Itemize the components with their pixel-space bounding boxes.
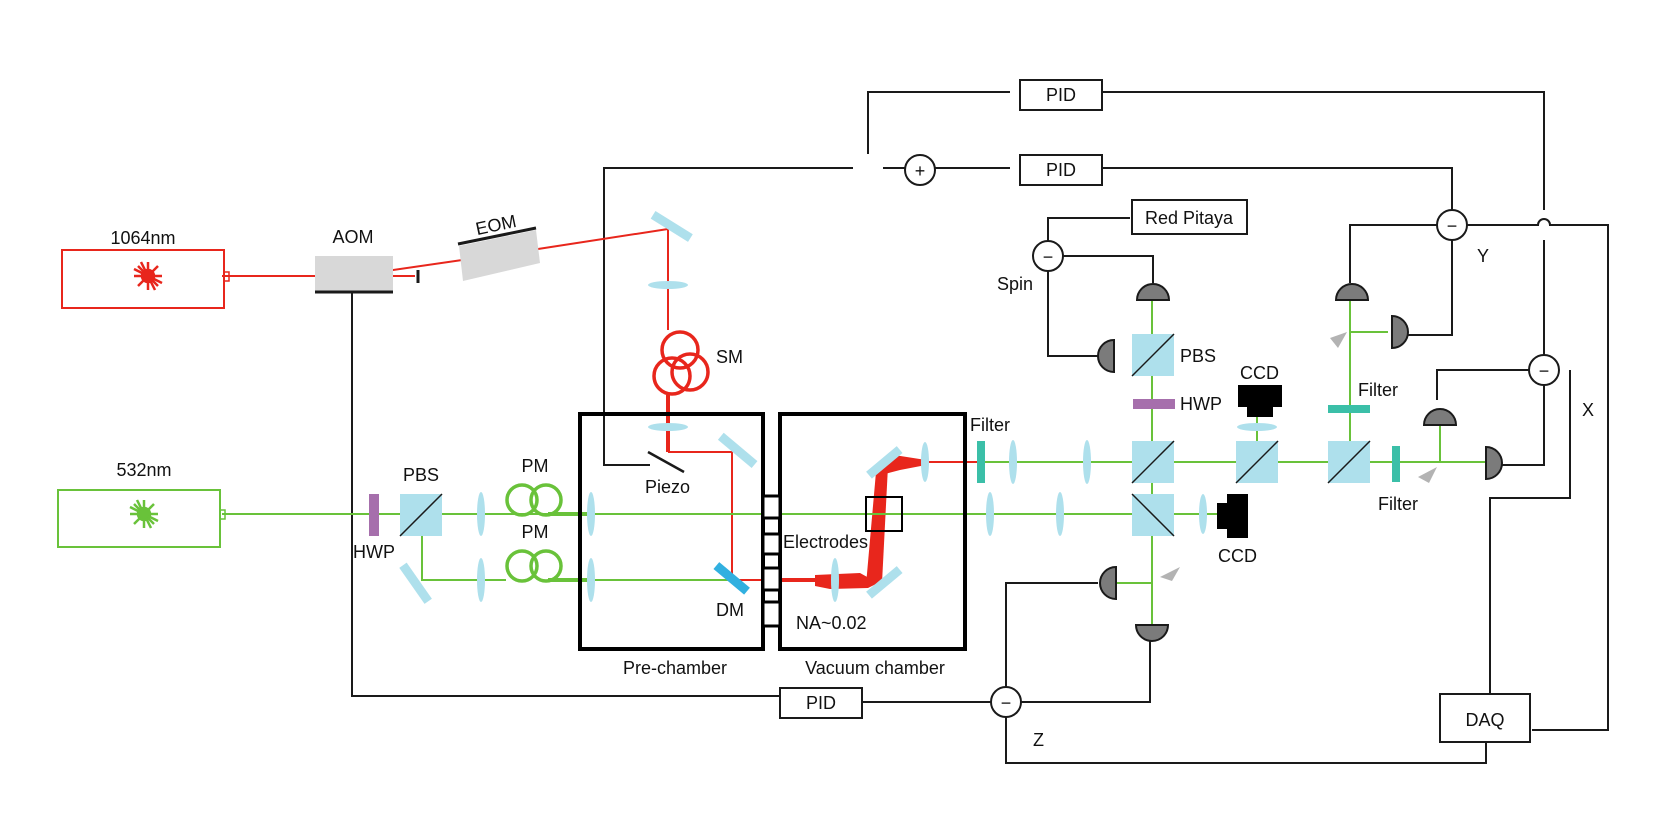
plus-sign: +	[915, 161, 926, 181]
label-ccd-bottom: CCD	[1218, 546, 1257, 566]
eom	[457, 226, 540, 281]
difference-node-x: −	[1528, 354, 1560, 386]
label-1064nm: 1064nm	[110, 228, 175, 248]
label-na: NA~0.02	[796, 613, 867, 633]
minus-sign: −	[1001, 693, 1012, 713]
label-pre-chamber: Pre-chamber	[623, 658, 727, 678]
difference-node-y: −	[1436, 209, 1468, 241]
ccd-camera-icon	[1217, 494, 1248, 538]
daq-box	[1439, 693, 1531, 743]
difference-node-spin: −	[1032, 240, 1064, 272]
label-pid-top: PID	[1046, 85, 1076, 105]
label-axis-x: X	[1582, 400, 1594, 420]
laser-starburst-icon	[133, 261, 163, 291]
label-532nm: 532nm	[116, 460, 171, 480]
minus-sign: −	[1043, 247, 1054, 267]
minus-sign: −	[1447, 216, 1458, 236]
optics	[369, 210, 1437, 604]
electrode-feedthroughs	[761, 494, 782, 628]
label-pm-top: PM	[522, 456, 549, 476]
label-hwp-right: HWP	[1180, 394, 1222, 414]
label-pid-mid: PID	[1046, 160, 1076, 180]
laser-1064nm	[61, 249, 230, 309]
minus-sign: −	[1539, 361, 1550, 381]
label-eom: EOM	[474, 211, 518, 239]
label-sm: SM	[716, 347, 743, 367]
pre-chamber	[578, 412, 765, 651]
label-red-pitaya: Red Pitaya	[1145, 208, 1234, 228]
label-filter-left: Filter	[970, 415, 1010, 435]
pid-box-mid	[1019, 154, 1103, 186]
aom	[315, 256, 420, 294]
summing-node: +	[904, 154, 936, 186]
vacuum-chamber	[778, 412, 967, 651]
label-dm: DM	[716, 600, 744, 620]
photodiodes	[1097, 283, 1503, 642]
label-axis-z: Z	[1033, 730, 1044, 750]
label-axis-y: Y	[1477, 246, 1489, 266]
laser-starburst-icon	[129, 499, 159, 529]
laser-532nm	[57, 489, 226, 548]
diagram-labels: 1064nm 532nm AOM EOM SM PM PM PBS HWP Pi…	[110, 85, 1594, 750]
ccd-camera-icon	[1238, 385, 1282, 417]
label-pbs-right: PBS	[1180, 346, 1216, 366]
electronic-wiring	[351, 91, 1609, 764]
label-ccd-top: CCD	[1240, 363, 1279, 383]
label-pbs-left: PBS	[403, 465, 439, 485]
red-pitaya-box	[1131, 199, 1248, 235]
label-pid-bottom: PID	[806, 693, 836, 713]
label-filter-mid: Filter	[1358, 380, 1398, 400]
pid-box-top	[1019, 79, 1103, 111]
label-daq: DAQ	[1465, 710, 1504, 730]
label-filter-right: Filter	[1378, 494, 1418, 514]
label-piezo: Piezo	[645, 477, 690, 497]
label-hwp-left: HWP	[353, 542, 395, 562]
difference-node-z: −	[990, 686, 1022, 718]
label-vacuum-chamber: Vacuum chamber	[805, 658, 945, 678]
label-spin: Spin	[997, 274, 1033, 294]
pid-box-bottom	[779, 687, 863, 719]
label-aom: AOM	[332, 227, 373, 247]
label-electrodes: Electrodes	[783, 532, 868, 552]
label-pm-bottom: PM	[522, 522, 549, 542]
